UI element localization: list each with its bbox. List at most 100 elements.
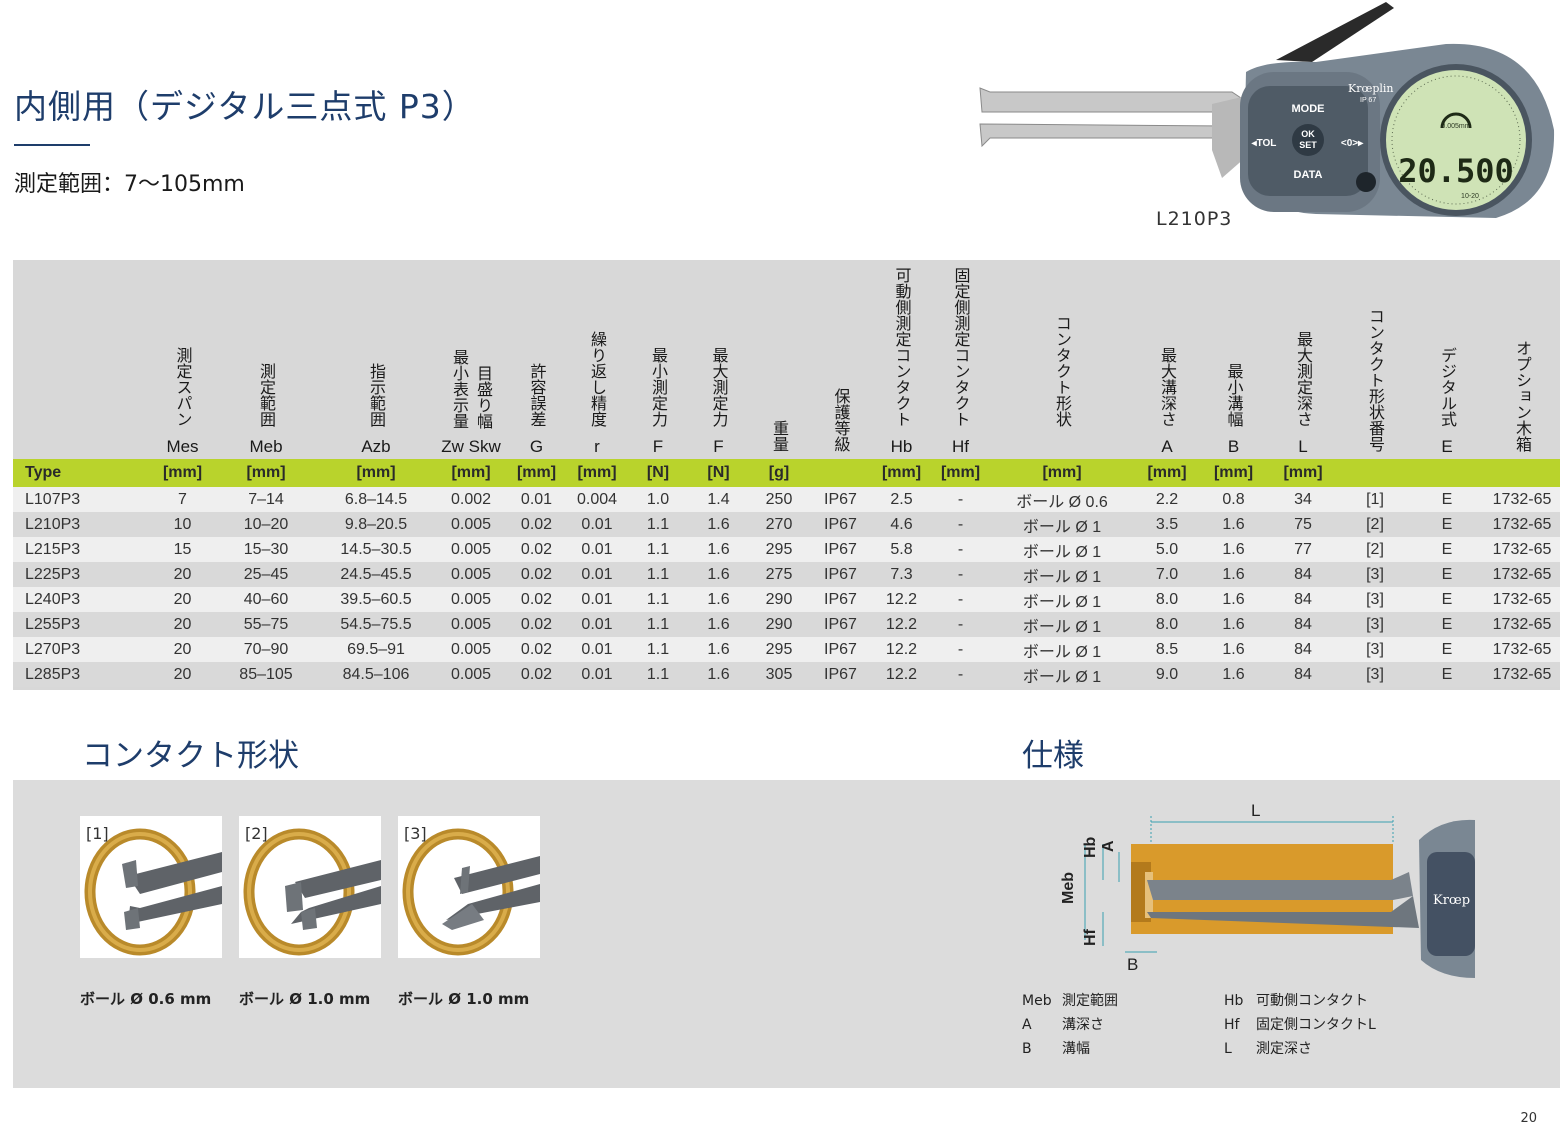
unit-cell: [mm] [991,459,1133,487]
product-caption: L210P3 [1156,208,1233,230]
table-cell: 2.5 [873,487,930,512]
unit-cell: [N] [629,459,687,487]
contact-number-1: [1] [86,824,109,843]
table-cell: IP67 [808,587,873,612]
table-cell: 39.5–60.5 [318,587,434,612]
table-cell: E [1410,662,1484,687]
label-hb: Hb [1082,836,1099,858]
table-cell: 1732-65 [1484,537,1560,562]
type-cell: L225P3 [13,562,151,587]
table-cell: 1.6 [687,637,750,662]
table-cell: IP67 [808,637,873,662]
table-cell: 0.005 [434,662,508,687]
contact-number-2: [2] [245,824,268,843]
table-cell: 0.004 [565,487,629,512]
table-cell: 20 [151,662,214,687]
table-cell: 0.01 [565,637,629,662]
table-cell: - [930,562,991,587]
table-cell: 0.005 [434,537,508,562]
table-cell: 0.005 [434,637,508,662]
table-cell: 1.6 [687,512,750,537]
table-cell: 1.1 [629,537,687,562]
table-cell: 24.5–45.5 [318,562,434,587]
table-cell: 7.3 [873,562,930,587]
table-cell: 1.0 [629,487,687,512]
label-meb: Meb [1060,872,1077,904]
diagram-brand: Krœp [1433,893,1470,908]
table-cell: ボール Ø 1 [991,512,1133,537]
table-cell: [3] [1340,612,1410,637]
ok-button-label: OK [1301,129,1315,139]
table-cell: 0.02 [508,537,565,562]
display-value: 20.500 [1398,152,1514,190]
header-wooden-case: オプション木箱 [1484,260,1560,459]
table-cell: 1732-65 [1484,662,1560,687]
table-cell: 0.01 [565,537,629,562]
table-cell: 15–30 [214,537,318,562]
table-cell: IP67 [808,512,873,537]
contact-label-2: ボール Ø 1.0 mm [239,990,371,1008]
table-cell: 0.005 [434,562,508,587]
label-b: B [1127,955,1138,974]
table-cell: 55–75 [214,612,318,637]
table-cell: 20 [151,562,214,587]
table-cell: 9.8–20.5 [318,512,434,537]
table-cell: IP67 [808,537,873,562]
ip-rating-badge: IP 67 [1360,97,1376,104]
table-cell: E [1410,587,1484,612]
contact-shape-title: コンタクト形状 [82,738,299,774]
dimension-drawing: Krœp L Meb Hb A Hf B [1060,801,1475,978]
unit-cell: [mm] [1266,459,1340,487]
table-cell: 7.0 [1133,562,1201,587]
table-cell: 1.6 [1201,537,1266,562]
table-cell: 1.6 [1201,637,1266,662]
table-cell: 0.02 [508,587,565,612]
table-cell: 84 [1266,587,1340,612]
table-cell: 0.01 [565,662,629,687]
table-cell: 85–105 [214,662,318,687]
table-cell: 290 [750,587,808,612]
table-cell: 20 [151,637,214,662]
table-cell: 1.6 [1201,612,1266,637]
table-cell: 20 [151,587,214,612]
table-cell: 295 [750,637,808,662]
table-cell: 1.6 [1201,512,1266,537]
table-cell: IP67 [808,662,873,687]
table-cell: IP67 [808,487,873,512]
spec-diagram: Krœp L Meb Hb A Hf B [1021,800,1475,980]
header-contact-no: コンタクト形状番号 [1340,260,1410,459]
table-cell: 25–45 [214,562,318,587]
table-cell: E [1410,562,1484,587]
table-cell: IP67 [808,612,873,637]
display-resolution: 0.005mm [1441,123,1470,130]
set-button-label: SET [1299,140,1317,150]
type-cell: L215P3 [13,537,151,562]
contact-number-3: [3] [404,824,427,843]
table-cell: - [930,662,991,687]
table-cell: [3] [1340,662,1410,687]
table-cell: 8.0 [1133,612,1201,637]
table-cell: 4.6 [873,512,930,537]
header-type-spacer [13,260,151,459]
unit-cell: [mm] [318,459,434,487]
table-cell: 6.8–14.5 [318,487,434,512]
unit-cell: [mm] [214,459,318,487]
table-cell: ボール Ø 1 [991,662,1133,687]
table-cell: ボール Ø 1 [991,537,1133,562]
table-cell: [1] [1340,487,1410,512]
